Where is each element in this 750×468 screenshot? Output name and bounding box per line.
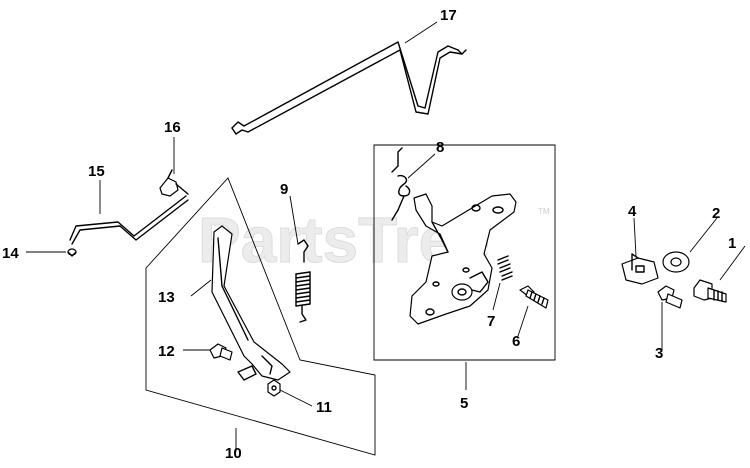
part-1-bolt[interactable] [693, 279, 727, 303]
part-6-screw[interactable] [519, 285, 549, 309]
part-12-bolt[interactable] [209, 343, 233, 361]
callout-1[interactable]: 1 [728, 235, 736, 252]
callout-12[interactable]: 12 [158, 343, 175, 360]
part-15-link[interactable] [69, 195, 189, 245]
callout-3[interactable]: 3 [655, 345, 663, 362]
callout-15[interactable]: 15 [88, 163, 105, 180]
part-13-lever[interactable] [211, 225, 291, 381]
callout-9[interactable]: 9 [280, 181, 288, 198]
leader-lines [26, 21, 746, 452]
group-frame-10 [145, 177, 376, 456]
part-7-spring[interactable] [497, 255, 513, 281]
callout-7[interactable]: 7 [487, 313, 495, 330]
group-frame-5 [373, 144, 556, 361]
part-5-control-plate[interactable] [409, 193, 517, 325]
part-14-nut[interactable] [67, 248, 77, 257]
callout-6[interactable]: 6 [512, 333, 520, 350]
callout-5[interactable]: 5 [460, 395, 468, 412]
callout-4[interactable]: 4 [628, 203, 637, 220]
callout-labels: 1 2 3 4 5 6 7 8 9 10 11 12 13 14 15 16 1… [2, 7, 736, 462]
callout-13[interactable]: 13 [158, 289, 175, 306]
callout-16[interactable]: 16 [164, 119, 181, 136]
part-4-bracket[interactable] [621, 253, 659, 285]
part-3-bolt[interactable] [657, 285, 683, 309]
part-9-spring[interactable] [295, 239, 311, 323]
part-17-rod[interactable] [231, 41, 467, 135]
callout-8[interactable]: 8 [436, 139, 444, 156]
watermark-trademark: TM [538, 207, 550, 216]
callout-17[interactable]: 17 [440, 7, 457, 24]
callout-10[interactable]: 10 [225, 445, 242, 462]
part-16-clip[interactable] [159, 169, 189, 197]
callout-2[interactable]: 2 [712, 205, 720, 222]
callout-11[interactable]: 11 [316, 399, 332, 416]
callout-14[interactable]: 14 [2, 245, 19, 262]
part-2-washer[interactable] [662, 251, 690, 273]
part-8-spring[interactable] [391, 147, 411, 221]
part-11-nut[interactable] [267, 379, 281, 397]
